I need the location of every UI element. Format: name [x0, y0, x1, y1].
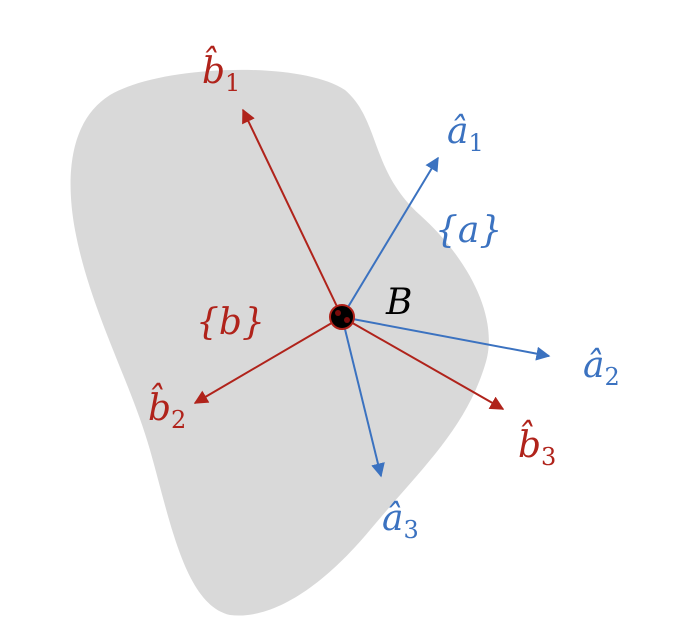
a1-axis-arrow [341, 156, 439, 318]
b2-axis-arrow [193, 316, 343, 404]
frame-b-label: {b} [196, 302, 265, 343]
body-label: B [385, 282, 412, 323]
b1-label: b̂1 [202, 46, 240, 97]
b1-axis-arrow [242, 108, 343, 318]
origin-marker [329, 304, 355, 330]
a2-axis-arrow [341, 316, 551, 361]
a2-label: â2 [583, 345, 620, 391]
frame-a-label: {a} [435, 210, 502, 251]
b3-axis-arrow [341, 316, 505, 410]
rigid-body-shape [70, 69, 489, 616]
b2-label: b̂2 [148, 383, 186, 434]
a3-label: â3 [382, 498, 419, 544]
a3-axis-arrow [341, 316, 385, 478]
a1-label: â1 [447, 111, 484, 157]
b3-label: b̂3 [518, 420, 556, 471]
